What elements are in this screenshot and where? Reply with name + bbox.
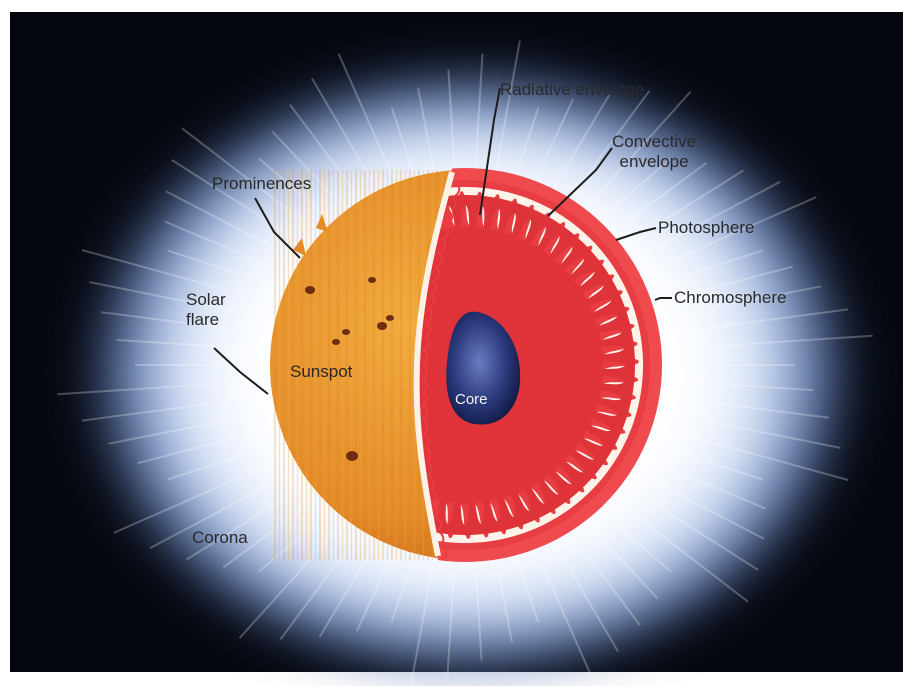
sunspot-mark: [386, 315, 394, 321]
sunspot-mark: [368, 277, 376, 283]
label-solar-line1: Solar: [186, 290, 226, 310]
label-flare-line2: flare: [186, 310, 226, 330]
label-prominences: Prominences: [212, 174, 311, 194]
label-convective-line1: Convective: [612, 132, 696, 152]
sunspot-mark: [377, 322, 387, 330]
sunspot-mark: [332, 339, 340, 345]
sunspot-mark: [346, 451, 358, 461]
sunspot-mark: [342, 329, 350, 335]
label-photosphere: Photosphere: [658, 218, 754, 238]
label-radiative-envelope: Radiative envelope: [500, 80, 645, 100]
label-solar-flare: Solar flare: [186, 290, 226, 330]
label-chromosphere: Chromosphere: [674, 288, 786, 308]
label-core: Core: [455, 390, 488, 410]
label-convective-line2: envelope: [612, 152, 696, 172]
label-corona: Corona: [192, 528, 248, 548]
sunspot-mark: [305, 286, 315, 294]
label-convective-envelope: Convective envelope: [612, 132, 696, 172]
label-sunspot: Sunspot: [290, 362, 352, 382]
